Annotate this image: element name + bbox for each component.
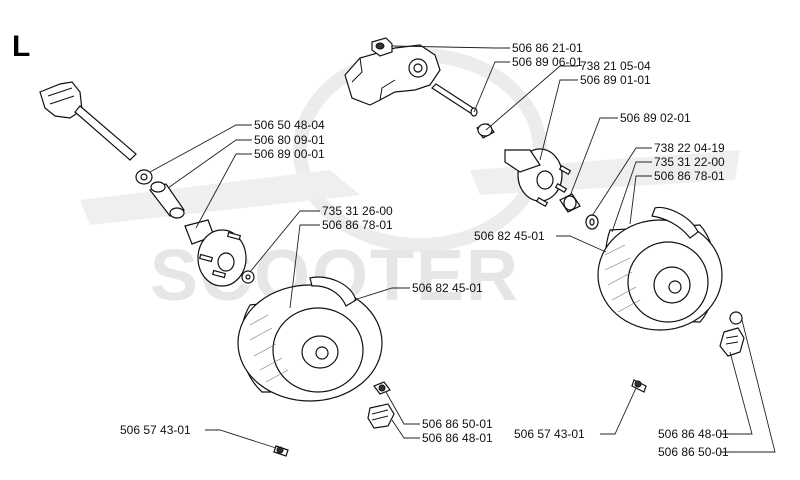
- washer-left-2: [241, 270, 255, 284]
- callout-506-89-06-01: 506 89 06-01: [512, 55, 583, 69]
- callout-506-86-48-01-right: 506 86 48-01: [658, 427, 729, 441]
- hub-left: [184, 219, 247, 287]
- axle-shaft-left: [74, 105, 137, 161]
- bushing-right: [476, 123, 495, 139]
- callout-506-57-43-01-right: 506 57 43-01: [514, 427, 585, 441]
- wheel-left: [237, 276, 383, 402]
- nut-left: [373, 381, 391, 395]
- callout-506-82-45-01-left: 506 82 45-01: [412, 281, 483, 295]
- callout-506-89-00-01: 506 89 00-01: [254, 147, 325, 161]
- callout-506-86-50-01-right: 506 86 50-01: [658, 445, 729, 459]
- callout-506-50-48-04: 506 50 48-04: [254, 118, 325, 132]
- callout-506-86-78-01-left: 506 86 78-01: [322, 218, 393, 232]
- callout-506-82-45-01-right: 506 82 45-01: [474, 229, 545, 243]
- bushing-left: [149, 181, 185, 219]
- nut-top: [371, 37, 393, 57]
- screw-left: [273, 445, 289, 457]
- washer-right: [585, 214, 599, 230]
- spacer-right: [559, 193, 581, 213]
- section-letter: L: [12, 30, 30, 63]
- wheel-right: [597, 206, 723, 331]
- callout-506-86-21-01: 506 86 21-01: [512, 41, 583, 55]
- screw-right: [631, 379, 647, 393]
- callout-735-31-22-00: 735 31 22-00: [654, 155, 725, 169]
- callout-506-57-43-01-left: 506 57 43-01: [120, 423, 191, 437]
- cap-nut-right: [719, 311, 745, 357]
- callout-506-86-50-01-left: 506 86 50-01: [422, 417, 493, 431]
- callout-506-89-02-01: 506 89 02-01: [620, 111, 691, 125]
- cap-nut-left: [367, 403, 395, 429]
- bracket-assembly: [344, 44, 441, 106]
- leader-lines: [149, 45, 776, 453]
- callout-506-86-48-01-left: 506 86 48-01: [422, 431, 493, 445]
- callout-506-86-78-01-right: 506 86 78-01: [654, 169, 725, 183]
- axle-shaft-right: [431, 83, 478, 117]
- callout-506-89-01-01: 506 89 01-01: [580, 73, 651, 87]
- hub-right: [504, 148, 572, 208]
- callout-labels: 506 86 21-01 506 89 06-01 738 21 05-04 5…: [120, 41, 729, 459]
- callout-738-21-05-04: 738 21 05-04: [580, 59, 651, 73]
- callout-735-31-26-00: 735 31 26-00: [322, 204, 393, 218]
- callout-738-22-04-19: 738 22 04-19: [654, 141, 725, 155]
- callout-506-80-09-01: 506 80 09-01: [254, 133, 325, 147]
- washer-left: [135, 169, 153, 185]
